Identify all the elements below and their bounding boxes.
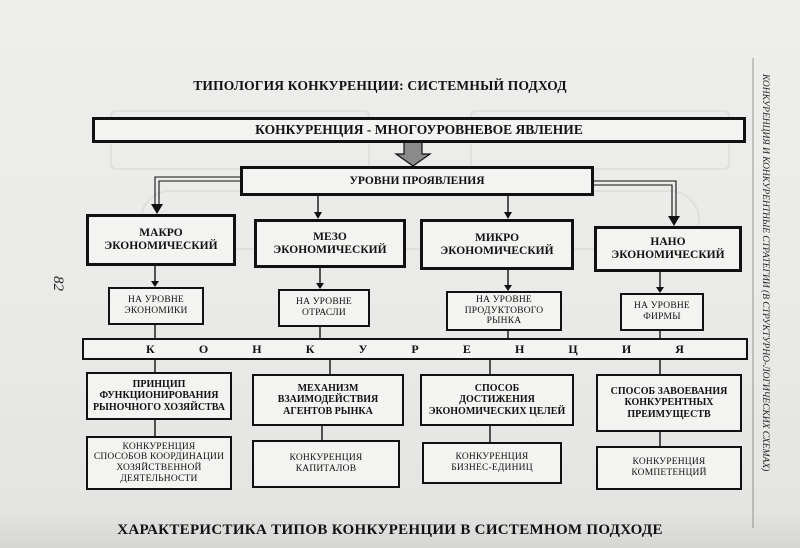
arrow-left-icon <box>151 204 163 214</box>
competition-macro-box: КОНКУРЕНЦИЯ СПОСОБОВ КООРДИНАЦИИ ХОЗЯЙСТ… <box>86 436 232 490</box>
mechanism-nano-box: СПОСОБ ЗАВОЕВАНИЯ КОНКУРЕНТНЫХ ПРЕИМУЩЕС… <box>596 374 742 432</box>
mechanism-micro-box: СПОСОБ ДОСТИЖЕНИЯ ЭКОНОМИЧЕСКИХ ЦЕЛЕЙ <box>420 374 574 426</box>
scope-meso-box: НА УРОВНЕ ОТРАСЛИ <box>278 289 370 327</box>
down-arrow-icon <box>394 141 432 167</box>
arrow-down-icon <box>316 283 324 289</box>
arrow-down-icon <box>151 281 159 287</box>
competition-bar-letter: Я <box>675 341 684 356</box>
competition-bar-letter: Р <box>411 341 419 356</box>
level-nano-box: НАНО ЭКОНОМИЧЕСКИЙ <box>594 226 742 272</box>
running-header: КОНКУРЕНЦИЯ И КОНКУРЕНТНЫЕ СТРАТЕГИИ (В … <box>760 74 770 472</box>
main-concept-box: КОНКУРЕНЦИЯ - МНОГОУРОВНЕВОЕ ЯВЛЕНИЕ <box>92 117 746 143</box>
competition-bar-letter: Ц <box>568 341 578 356</box>
level-meso-box: МЕЗО ЭКОНОМИЧЕСКИЙ <box>254 219 406 268</box>
competition-bar-letter: И <box>621 341 632 356</box>
section-heading: ХАРАКТЕРИСТИКА ТИПОВ КОНКУРЕНЦИИ В СИСТЕ… <box>117 522 663 538</box>
competition-bar-letter: У <box>358 341 368 356</box>
scope-nano-box: НА УРОВНЕ ФИРМЫ <box>620 293 704 331</box>
arrow-down-icon <box>314 212 322 219</box>
scope-micro-box: НА УРОВНЕ ПРОДУКТОВОГО РЫНКА <box>446 291 562 331</box>
page-edge <box>752 58 754 528</box>
mechanism-macro-box: ПРИНЦИП ФУНКЦИОНИРОВАНИЯ РЫНОЧНОГО ХОЗЯЙ… <box>86 372 232 420</box>
mechanism-meso-box: МЕХАНИЗМ ВЗАИМОДЕЙСТВИЯ АГЕНТОВ РЫНКА <box>252 374 404 426</box>
arrow-down-icon <box>504 285 512 291</box>
competition-micro-box: КОНКУРЕНЦИЯ БИЗНЕС-ЕДИНИЦ <box>422 442 562 484</box>
competition-nano-box: КОНКУРЕНЦИЯ КОМПЕТЕНЦИЙ <box>596 446 742 490</box>
arrow-right-icon <box>668 216 680 226</box>
competition-bar-letter: О <box>198 341 209 356</box>
competition-bar-letter: Н <box>514 341 525 356</box>
page-number: 82 <box>50 276 66 291</box>
arrow-down-icon <box>656 287 664 293</box>
level-macro-box: МАКРО ЭКОНОМИЧЕСКИЙ <box>86 214 236 266</box>
levels-box: УРОВНИ ПРОЯВЛЕНИЯ <box>240 166 594 196</box>
arrow-down-icon <box>504 212 512 219</box>
competition-bar-letter: Е <box>462 341 471 356</box>
page-shadow <box>0 508 800 548</box>
page-title: ТИПОЛОГИЯ КОНКУРЕНЦИИ: СИСТЕМНЫЙ ПОДХОД <box>193 78 567 93</box>
level-micro-box: МИКРО ЭКОНОМИЧЕСКИЙ <box>420 219 574 270</box>
competition-meso-box: КОНКУРЕНЦИЯ КАПИТАЛОВ <box>252 440 400 488</box>
scope-macro-box: НА УРОВНЕ ЭКОНОМИКИ <box>108 287 204 325</box>
competition-bar-letter: К <box>146 341 155 356</box>
competition-bar-letter: Н <box>252 341 262 356</box>
competition-bar-letter: К <box>305 341 315 356</box>
